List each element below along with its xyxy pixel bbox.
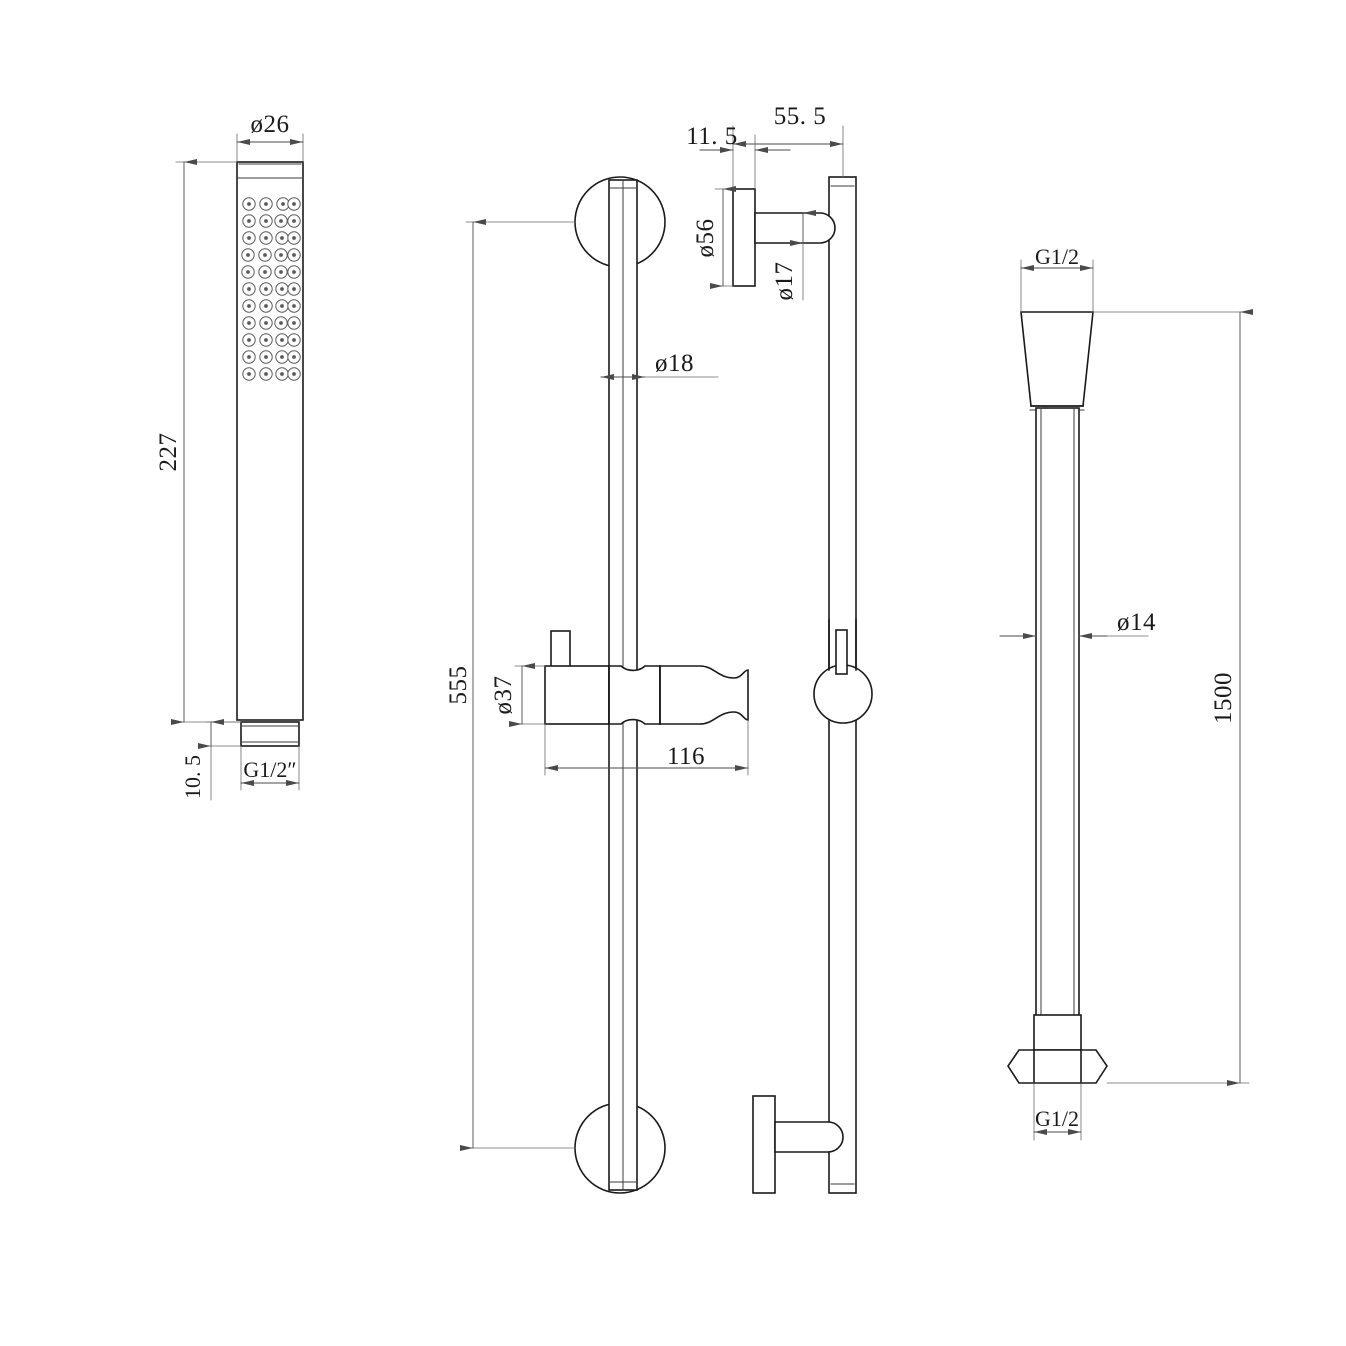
dim-flange-diameter: ø56 (692, 186, 736, 289)
view-rail-front: 555 ø18 ø37 116 (445, 176, 749, 1194)
dim-label-rail-tube-diameter: ø18 (655, 350, 694, 377)
view-handset: ø26 227 10. 5 G1/2″ (155, 111, 304, 801)
hose-bottom-collar (1033, 1014, 1082, 1051)
dim-bracket-projection: 55. 5 (732, 103, 844, 190)
dim-label-rail-height: 555 (445, 666, 472, 705)
dim-holder-length: 116 (544, 719, 749, 776)
dim-label-holder-length: 116 (667, 743, 705, 770)
dim-hose-diameter: ø14 (999, 609, 1156, 639)
dim-handset-thread-length: 10. 5 (180, 719, 242, 801)
hose-top-cuff (1020, 311, 1094, 411)
wall-bracket-lower (752, 1095, 844, 1194)
dim-label-holder-diameter: ø37 (490, 676, 517, 715)
dim-hose-thread-top: G1/2 (1020, 244, 1094, 313)
dim-stem-diameter: ø17 (771, 210, 816, 301)
rail-side-slider (813, 619, 873, 724)
handset-nozzle-pattern (241, 197, 301, 381)
hose-hex-nut (1007, 1049, 1108, 1084)
dim-label-handset-diameter: ø26 (251, 111, 290, 138)
dim-handset-thread-size: G1/2″ (240, 745, 300, 791)
handset-thread-connector (240, 721, 300, 747)
handset-body (236, 161, 304, 721)
dim-label-handset-thread-size: G1/2″ (243, 757, 296, 782)
dim-rail-height: 555 (445, 219, 576, 1151)
dim-label-hose-length: 1500 (1210, 672, 1237, 724)
dim-label-handset-thread-length: 10. 5 (180, 755, 205, 799)
dim-label-hose-thread-top: G1/2 (1035, 244, 1079, 269)
dim-label-hose-thread-bottom: G1/2 (1035, 1106, 1079, 1131)
dim-label-hose-diameter: ø14 (1117, 609, 1156, 636)
dim-handset-length: 227 (155, 159, 242, 725)
hose-tube (1035, 407, 1080, 1019)
dim-holder-diameter: ø37 (490, 663, 546, 727)
dim-rail-tube-diameter: ø18 (600, 350, 719, 380)
dim-label-handset-length: 227 (155, 433, 182, 472)
view-hose: G1/2 ø14 G1/2 1500 (999, 244, 1253, 1141)
view-rail-side: 55. 5 11. 5 ø56 ø17 (686, 103, 873, 1194)
dim-hose-thread-bottom: G1/2 (1033, 1082, 1082, 1141)
dim-handset-diameter: ø26 (236, 111, 304, 163)
dim-hose-length: 1500 (1092, 309, 1253, 1086)
dim-label-flange-thickness: 11. 5 (686, 123, 738, 150)
dim-flange-thickness: 11. 5 (686, 123, 791, 190)
rail-holder-assembly (544, 630, 749, 725)
dim-label-flange-diameter: ø56 (692, 219, 719, 258)
dim-label-bracket-projection: 55. 5 (774, 103, 827, 130)
dim-label-stem-diameter: ø17 (771, 262, 798, 301)
